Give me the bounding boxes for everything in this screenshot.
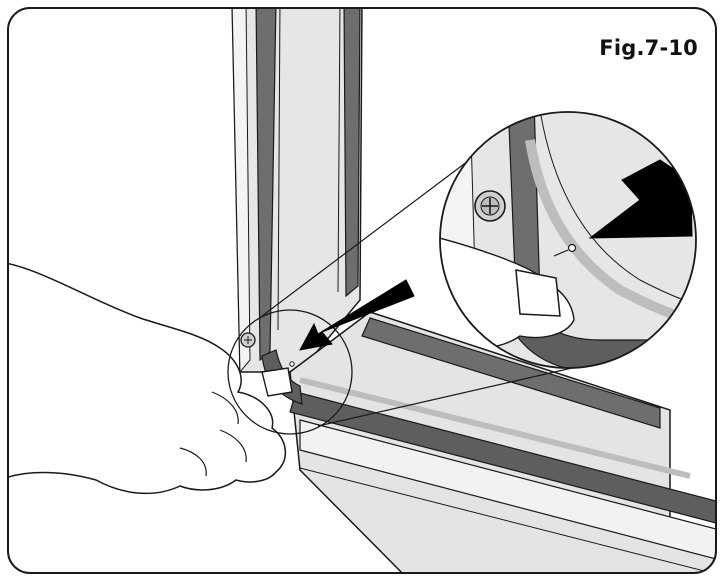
door-panel (231, 8, 363, 374)
arrow-icon (299, 279, 415, 351)
latch-hole (289, 361, 295, 367)
latch-hole-zoom (567, 243, 577, 253)
figure-label: Fig.7-10 (599, 36, 698, 60)
zoom-line-bottom (317, 367, 573, 427)
screw-icon (474, 190, 506, 222)
zoom-line-top (261, 145, 489, 317)
screw-icon (240, 332, 256, 348)
bottom-panel (289, 311, 716, 573)
hand (8, 261, 293, 495)
detail-source-circle (227, 309, 353, 435)
figure-frame (7, 7, 717, 574)
